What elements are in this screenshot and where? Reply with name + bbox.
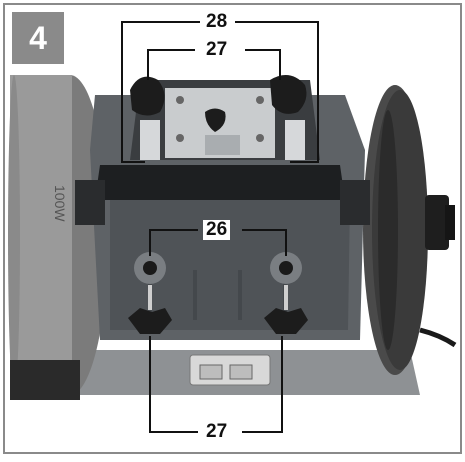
right-shaft-end (445, 205, 455, 240)
plate-slot (205, 135, 240, 155)
wheel-marking: 100W (52, 185, 68, 222)
callout-27-top: 27 (203, 40, 231, 60)
left-bracket (75, 180, 105, 225)
power-cable (419, 327, 457, 348)
figure-number: 4 (12, 12, 64, 64)
cross-bar (95, 165, 345, 200)
leader-27-bottom-right (242, 336, 283, 433)
leader-26-right (242, 229, 287, 256)
leader-26-left (149, 229, 198, 256)
clamp-lever-icon (130, 76, 165, 116)
leader-27-top-left (147, 49, 195, 80)
star-knob-icon (264, 308, 308, 334)
leader-27-bottom-left (149, 336, 198, 433)
screw-icon (256, 96, 264, 104)
plate-right-tab (285, 120, 305, 160)
left-base-foot (10, 360, 80, 400)
clamp-lever-icon (205, 108, 226, 132)
bore-hole (143, 261, 157, 275)
bore-hole (279, 261, 293, 275)
switch-button (199, 364, 223, 380)
housing-front (110, 200, 350, 330)
callout-26: 26 (203, 220, 231, 240)
screw-icon (176, 96, 184, 104)
callout-28: 28 (203, 12, 231, 32)
left-stone (10, 75, 72, 395)
star-knob-icon (128, 308, 172, 334)
right-shaft-nut (425, 195, 449, 250)
callout-27-bottom: 27 (203, 422, 231, 442)
screw-icon (176, 134, 184, 142)
switch-button (229, 364, 253, 380)
screw-icon (256, 134, 264, 142)
leader-28-left (121, 21, 200, 163)
left-stone-face (8, 75, 20, 395)
plate-left-tab (140, 120, 160, 160)
right-stone-shadow (378, 110, 398, 350)
right-bracket (340, 180, 370, 225)
leader-28-right (235, 21, 319, 163)
clamp-lever-icon (270, 75, 307, 114)
leader-27-top-right (245, 49, 281, 80)
leader-lines (121, 21, 319, 433)
